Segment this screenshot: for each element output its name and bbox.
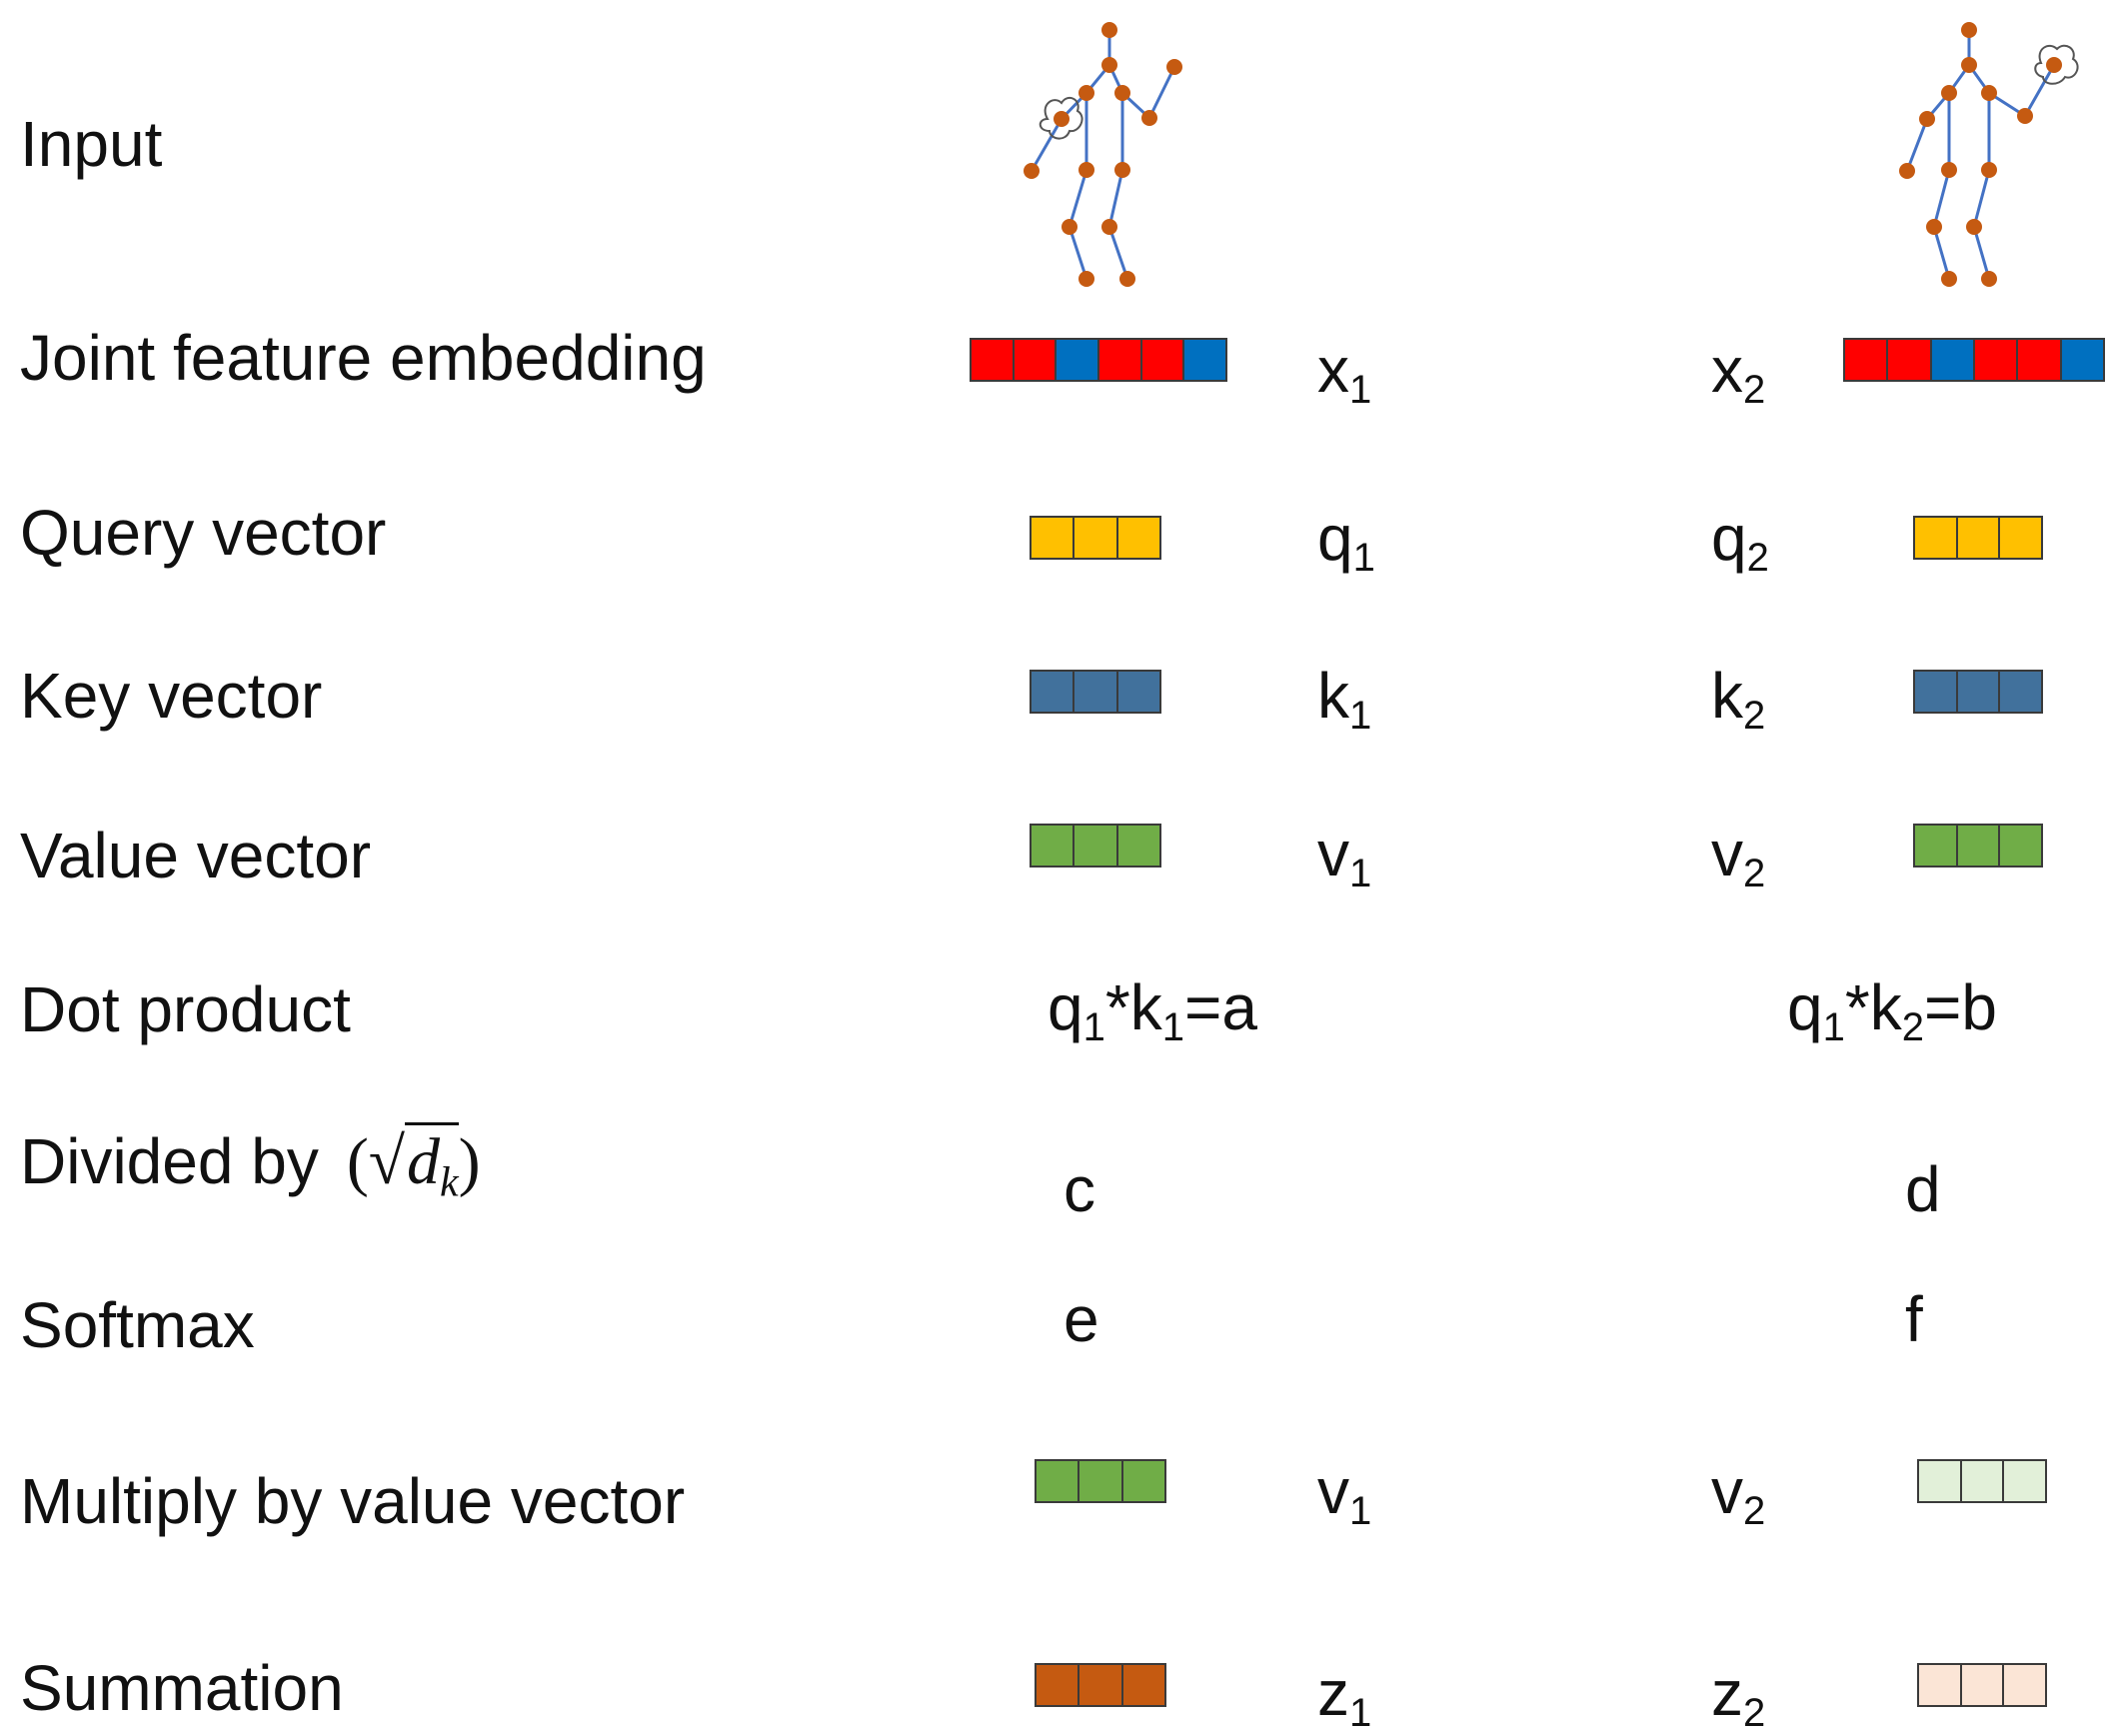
token-z2: z2	[1711, 1657, 1766, 1736]
embedding-cell	[1974, 340, 2019, 380]
label-input: Input	[20, 108, 163, 180]
vector-cell	[1919, 1461, 1962, 1501]
token-q1: q1	[1317, 502, 1375, 581]
embedding-cell	[1099, 340, 1142, 380]
sum-vector-z1	[1035, 1663, 1166, 1707]
vector-cell	[1032, 672, 1075, 712]
vector-cell	[1032, 826, 1075, 866]
vector-cell	[1962, 1665, 2005, 1705]
token-k2: k2	[1711, 660, 1766, 739]
embedding-cell	[2018, 340, 2062, 380]
scaled-score-d: d	[1905, 1153, 1941, 1225]
label-softmax: Softmax	[20, 1289, 255, 1361]
query-vector-q1	[1030, 516, 1161, 560]
label-query-vector: Query vector	[20, 497, 387, 569]
sum-vector-z2	[1917, 1663, 2047, 1707]
embedding-cell	[1931, 340, 1975, 380]
vector-cell	[1123, 1665, 1164, 1705]
vector-cell	[2004, 1665, 2045, 1705]
value-vector-v1	[1030, 824, 1161, 868]
token-x1: x1	[1317, 334, 1372, 413]
label-divided-by: Divided by (√dk)	[20, 1122, 481, 1204]
dot-product-a: q1*k1=a	[1048, 971, 1257, 1050]
vector-cell	[1915, 672, 1958, 712]
vector-cell	[1032, 518, 1075, 558]
token-v2-weighted: v2	[1711, 1455, 1766, 1534]
softmax-score-f: f	[1905, 1283, 1923, 1355]
label-multiply-by-value-vector: Multiply by value vector	[20, 1465, 686, 1537]
vector-cell	[1958, 826, 2001, 866]
vector-cell	[1915, 518, 1958, 558]
embedding-cell	[972, 340, 1015, 380]
embedding-cell	[1845, 340, 1889, 380]
embedding-cell	[1888, 340, 1932, 380]
divided-by-text: Divided by	[20, 1125, 319, 1197]
vector-cell	[1958, 672, 2001, 712]
label-summation: Summation	[20, 1652, 344, 1724]
scaled-score-c: c	[1063, 1153, 1095, 1225]
vector-cell	[1074, 518, 1118, 558]
key-vector-k2	[1913, 670, 2043, 714]
token-q2: q2	[1711, 502, 1769, 581]
vector-cell	[2000, 826, 2041, 866]
label-joint-feature-embedding: Joint feature embedding	[20, 322, 707, 394]
token-v2: v2	[1711, 818, 1766, 896]
vector-cell	[1123, 1461, 1164, 1501]
vector-cell	[1079, 1665, 1123, 1705]
embedding-vector-x2	[1843, 338, 2105, 382]
query-vector-q2	[1913, 516, 2043, 560]
embedding-cell	[1184, 340, 1226, 380]
key-vector-k1	[1030, 670, 1161, 714]
vector-cell	[1037, 1665, 1080, 1705]
value-vector-v2	[1913, 824, 2043, 868]
token-v1-weighted: v1	[1317, 1455, 1372, 1534]
label-dot-product: Dot product	[20, 973, 351, 1045]
token-z1: z1	[1317, 1657, 1372, 1736]
weighted-value-vector-v1	[1035, 1459, 1166, 1503]
vector-cell	[1118, 826, 1159, 866]
vector-cell	[1118, 518, 1159, 558]
embedding-cell	[1057, 340, 1100, 380]
vector-cell	[2000, 518, 2041, 558]
vector-cell	[2000, 672, 2041, 712]
vector-cell	[1118, 672, 1159, 712]
embedding-cell	[2061, 340, 2103, 380]
weighted-value-vector-v2	[1917, 1459, 2047, 1503]
token-v1: v1	[1317, 818, 1372, 896]
vector-cell	[2004, 1461, 2045, 1501]
softmax-score-e: e	[1063, 1283, 1099, 1355]
label-key-vector: Key vector	[20, 660, 323, 732]
embedding-cell	[1141, 340, 1185, 380]
dot-product-b: q1*k2=b	[1787, 971, 1997, 1050]
vector-cell	[1919, 1665, 1962, 1705]
label-value-vector: Value vector	[20, 820, 371, 891]
vector-cell	[1958, 518, 2001, 558]
token-x2: x2	[1711, 334, 1766, 413]
token-k1: k1	[1317, 660, 1372, 739]
vector-cell	[1037, 1461, 1080, 1501]
sqrt-dk-formula: (√dk)	[347, 1122, 481, 1204]
vector-cell	[1074, 826, 1118, 866]
vector-cell	[1079, 1461, 1123, 1501]
vector-cell	[1915, 826, 1958, 866]
skeleton-figure-right	[1899, 22, 2079, 287]
embedding-cell	[1014, 340, 1058, 380]
vector-cell	[1962, 1461, 2005, 1501]
vector-cell	[1074, 672, 1118, 712]
embedding-vector-x1	[970, 338, 1227, 382]
skeleton-figure-left	[1024, 22, 1182, 287]
